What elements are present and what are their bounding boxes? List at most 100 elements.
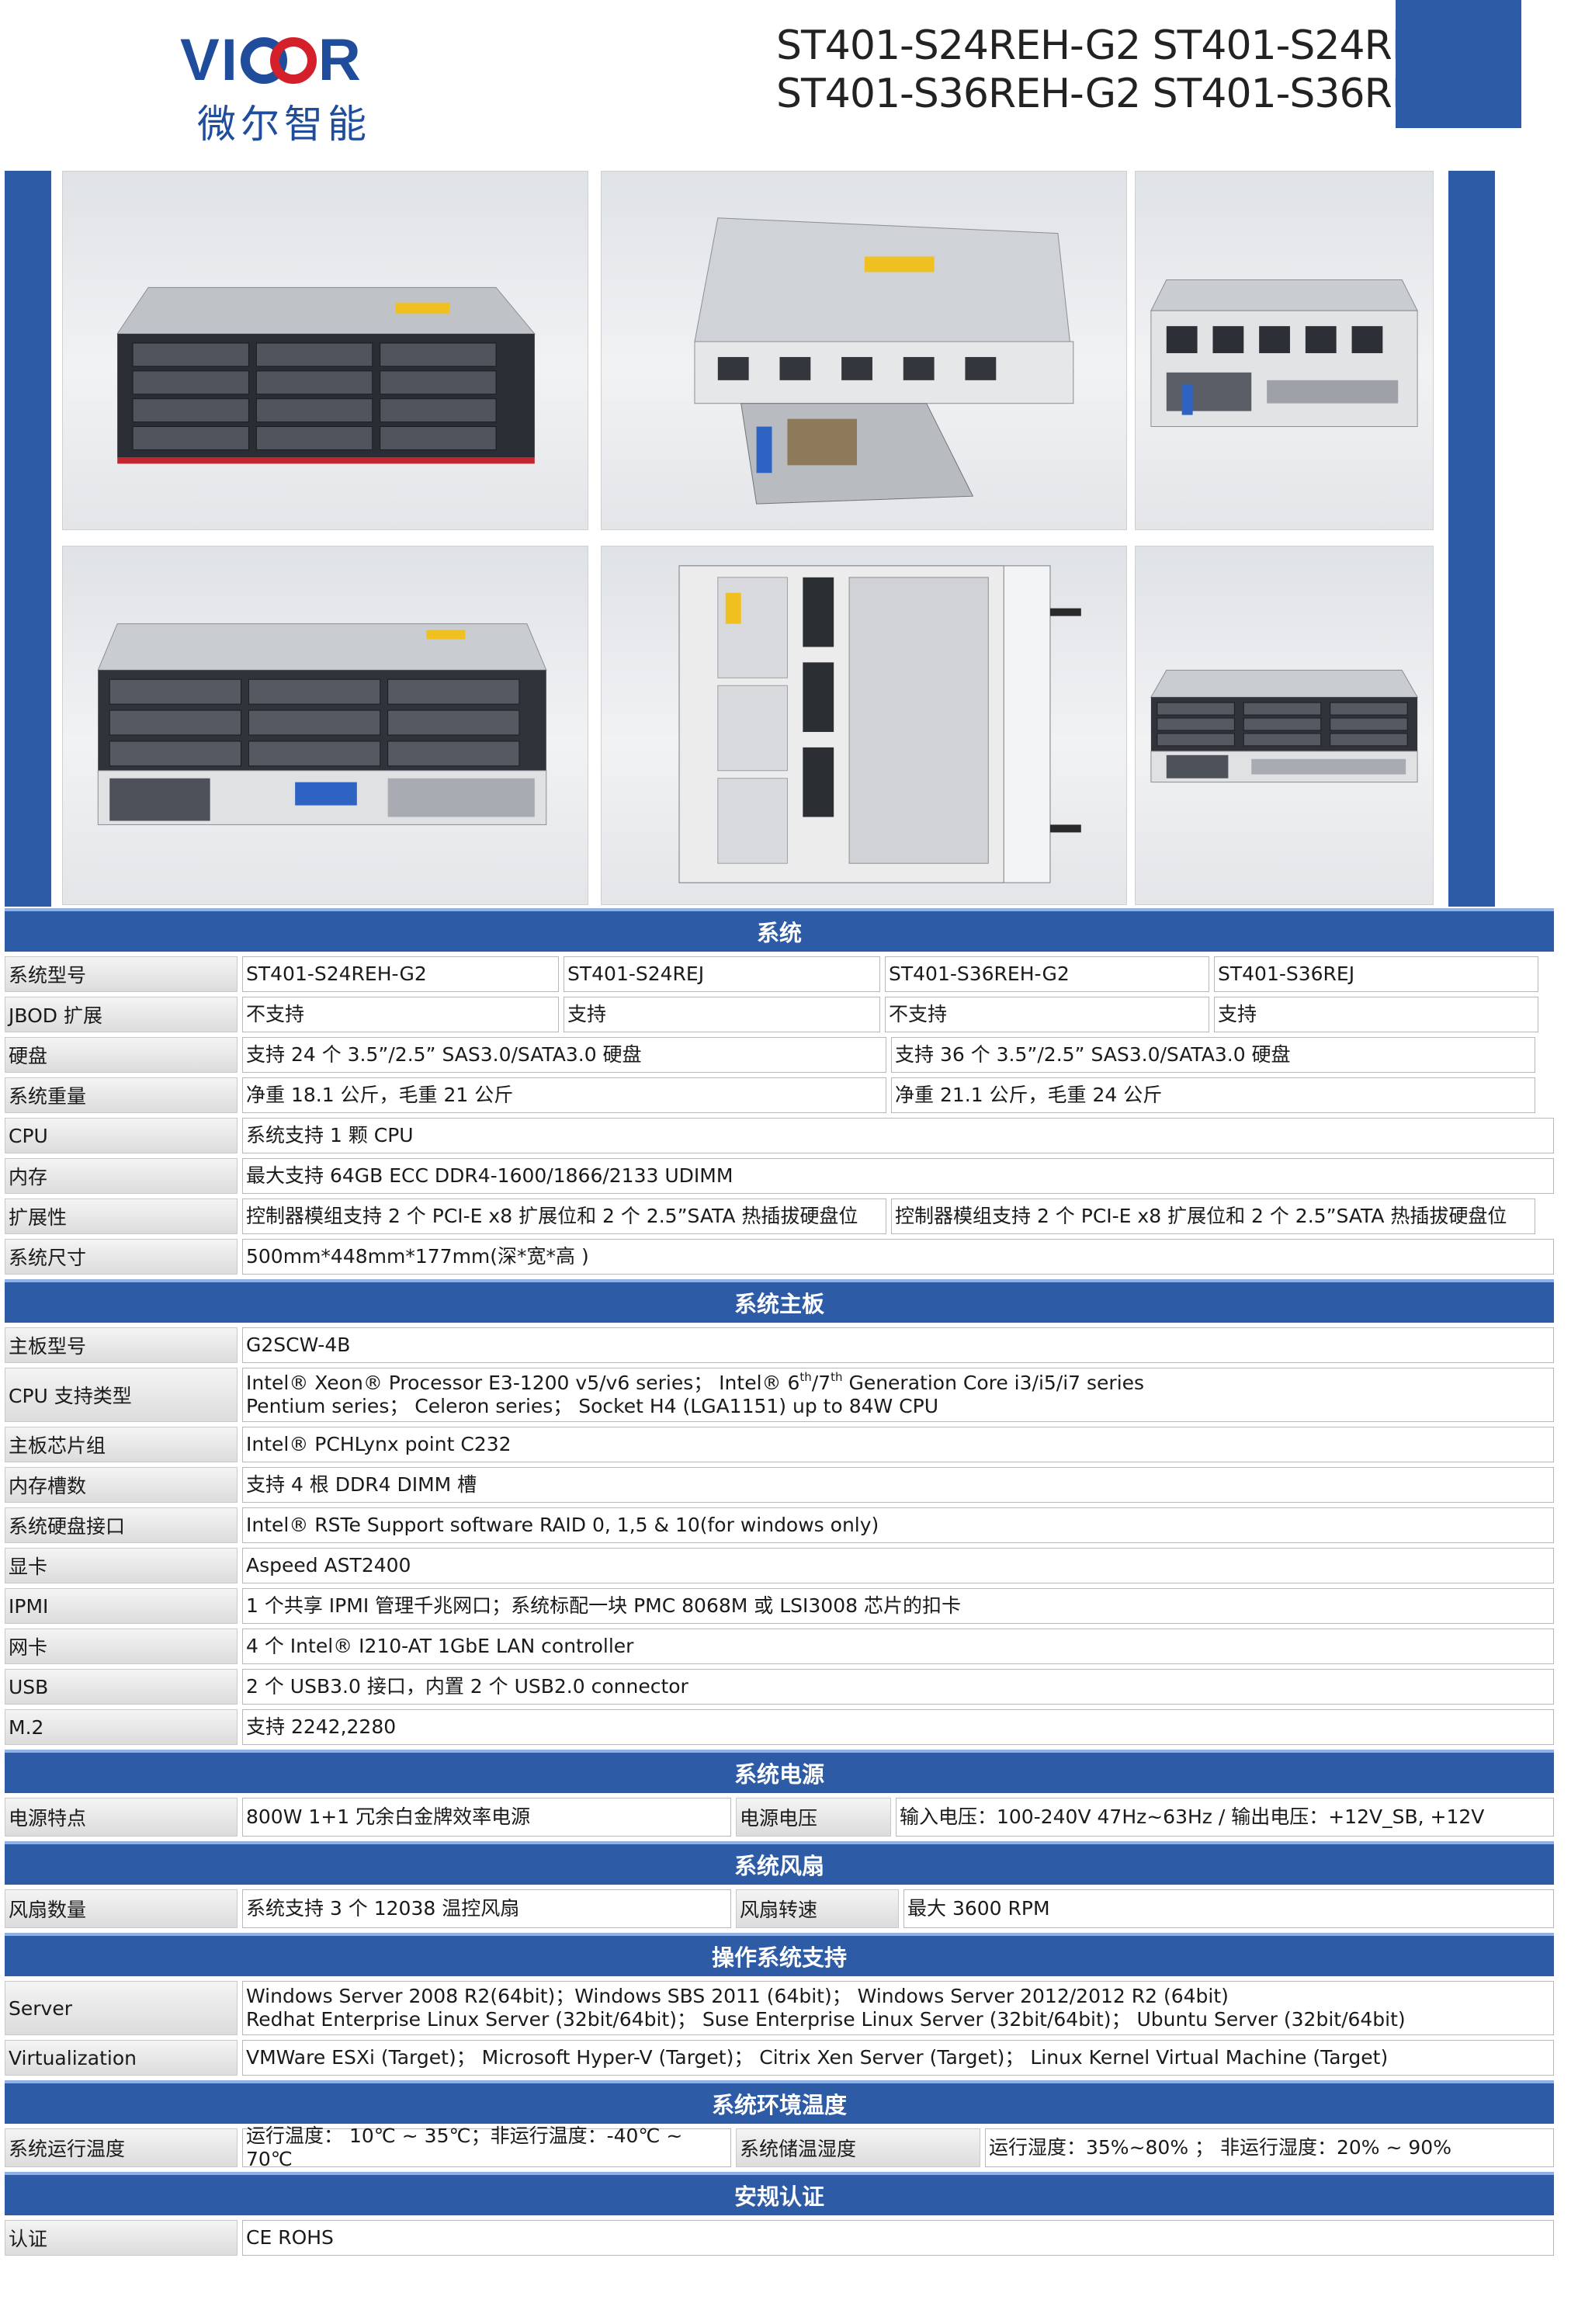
power-voltage-cell: 输入电压：100-240V 47Hz~63Hz / 输出电压：+12V_SB, … (896, 1798, 1554, 1837)
disk-cell-36: 支持 36 个 3.5”/2.5” SAS3.0/SATA3.0 硬盘 (891, 1037, 1535, 1073)
row-power: 电源特点 800W 1+1 冗余白金牌效率电源 电源电压 输入电压：100-24… (5, 1798, 1554, 1837)
os-server-line2: Redhat Enterprise Linux Server (32bit/64… (246, 2008, 1406, 2031)
section-mainboard-header: 系统主板 (5, 1279, 1554, 1323)
model-cell-4: ST401-S36REJ (1214, 956, 1538, 992)
model-cell-2: ST401-S24REJ (564, 956, 880, 992)
fan-count-cell: 系统支持 3 个 12038 温控风扇 (242, 1889, 731, 1928)
row-disk-interface: 系统硬盘接口 Intel® RSTe Support software RAID… (5, 1507, 1554, 1543)
product-photo-top-view (601, 546, 1127, 905)
row-label: 主板型号 (5, 1327, 238, 1363)
row-label: JBOD 扩展 (5, 997, 238, 1032)
jbod-cell-4: 支持 (1214, 997, 1538, 1032)
row-cpu-type: CPU 支持类型 Intel® Xeon® Processor E3-1200 … (5, 1368, 1554, 1422)
section-cert-header: 安规认证 (5, 2172, 1554, 2215)
row-chipset: 主板芯片组 Intel® PCHLynx point C232 (5, 1427, 1554, 1462)
cpu-type-cell: Intel® Xeon® Processor E3-1200 v5/v6 ser… (242, 1368, 1554, 1422)
row-label: Virtualization (5, 2040, 238, 2076)
product-photo-front-36bay (1135, 546, 1434, 905)
cert-cell: CE ROHS (242, 2220, 1554, 2256)
section-system-header: 系统 (5, 908, 1554, 952)
ipmi-cell: 1 个共享 IPMI 管理千兆网口；系统标配一块 PMC 8068M 或 LSI… (242, 1588, 1554, 1624)
section-os-header: 操作系统支持 (5, 1933, 1554, 1976)
models-title-line1: ST401-S24REH-G2 ST401-S24REJ (776, 23, 1428, 69)
row-nic: 网卡 4 个 Intel® I210-AT 1GbE LAN controlle… (5, 1629, 1554, 1664)
row-label: 硬盘 (5, 1037, 238, 1073)
row-label: USB (5, 1669, 238, 1705)
chipset-cell: Intel® PCHLynx point C232 (242, 1427, 1554, 1462)
row-label: 认证 (5, 2220, 238, 2256)
row-m2: M.2 支持 2242,2280 (5, 1709, 1554, 1745)
row-label: 扩展性 (5, 1198, 238, 1234)
jbod-cell-3: 不支持 (885, 997, 1209, 1032)
virtualization-cell: VMWare ESXi (Target)； Microsoft Hyper-V … (242, 2040, 1554, 2076)
row-label: CPU 支持类型 (5, 1368, 238, 1422)
section-power-header: 系统电源 (5, 1750, 1554, 1793)
cpu-type-line2: Pentium series； Celeron series； Socket H… (246, 1395, 939, 1417)
os-server-cell: Windows Server 2008 R2(64bit)；Windows SB… (242, 1981, 1554, 2035)
server-front-angle-icon (97, 623, 547, 825)
row-weight: 系统重量 净重 18.1 公斤，毛重 21 公斤 净重 21.1 公斤，毛重 2… (5, 1077, 1554, 1113)
product-photo-front-angle (62, 546, 588, 905)
row-slots: 内存槽数 支持 4 根 DDR4 DIMM 槽 (5, 1467, 1554, 1503)
row-disk: 硬盘 支持 24 个 3.5”/2.5” SAS3.0/SATA3.0 硬盘 支… (5, 1037, 1554, 1073)
models-title: ST401-S24REH-G2 ST401-S24REJ ST401-S36RE… (776, 22, 1428, 118)
row-memory: 内存 最大支持 64GB ECC DDR4-1600/1866/2133 UDI… (5, 1158, 1554, 1194)
row-label: 网卡 (5, 1629, 238, 1664)
row-label: 风扇数量 (5, 1889, 238, 1928)
server-open-icon (694, 217, 1074, 505)
power-voltage-label: 电源电压 (736, 1798, 891, 1837)
m2-cell: 支持 2242,2280 (242, 1709, 1554, 1745)
server-front-36-icon (1150, 669, 1418, 783)
row-ipmi: IPMI 1 个共享 IPMI 管理千兆网口；系统标配一块 PMC 8068M … (5, 1588, 1554, 1624)
row-gpu: 显卡 Aspeed AST2400 (5, 1548, 1554, 1583)
product-photo-open-top (601, 171, 1127, 530)
row-os-server: Server Windows Server 2008 R2(64bit)；Win… (5, 1981, 1554, 2035)
row-label: 内存槽数 (5, 1467, 238, 1503)
gallery-left-bar (5, 171, 51, 907)
row-usb: USB 2 个 USB3.0 接口，内置 2 个 USB2.0 connecto… (5, 1669, 1554, 1705)
cpu-type-line1: Intel® Xeon® Processor E3-1200 v5/v6 ser… (246, 1370, 1145, 1395)
model-cell-3: ST401-S36REH-G2 (885, 956, 1209, 992)
cpu-cell: 系统支持 1 颗 CPU (242, 1118, 1554, 1153)
models-title-line2: ST401-S36REH-G2 ST401-S36REJ (776, 71, 1428, 117)
gpu-cell: Aspeed AST2400 (242, 1548, 1554, 1583)
row-env: 系统运行温度 运行温度： 10℃ ~ 35℃；非运行温度：-40℃ ~ 70℃ … (5, 2125, 1554, 2170)
fan-speed-cell: 最大 3600 RPM (903, 1889, 1554, 1928)
size-cell: 500mm*448mm*177mm(深*宽*高 ) (242, 1239, 1554, 1275)
row-label: IPMI (5, 1588, 238, 1624)
row-board-model: 主板型号 G2SCW-4B (5, 1327, 1554, 1363)
expansion-cell-24: 控制器模组支持 2 个 PCI-E x8 扩展位和 2 个 2.5”SATA 热… (242, 1198, 886, 1234)
row-label: M.2 (5, 1709, 238, 1745)
row-cert: 认证 CE ROHS (5, 2220, 1554, 2256)
row-label: 主板芯片组 (5, 1427, 238, 1462)
env-humid-cell: 运行湿度：35%~80% ； 非运行湿度：20% ~ 90% (985, 2128, 1554, 2167)
row-cpu: CPU 系统支持 1 颗 CPU (5, 1118, 1554, 1153)
product-photo-rear (1135, 171, 1434, 530)
disk-cell-24: 支持 24 个 3.5”/2.5” SAS3.0/SATA3.0 硬盘 (242, 1037, 886, 1073)
row-label: 系统硬盘接口 (5, 1507, 238, 1543)
row-label: 系统型号 (5, 956, 238, 992)
row-expansion: 扩展性 控制器模组支持 2 个 PCI-E x8 扩展位和 2 个 2.5”SA… (5, 1198, 1554, 1234)
jbod-cell-2: 支持 (564, 997, 880, 1032)
row-size: 系统尺寸 500mm*448mm*177mm(深*宽*高 ) (5, 1239, 1554, 1275)
gallery-right-bar (1448, 171, 1495, 907)
row-label: 系统重量 (5, 1077, 238, 1113)
slots-cell: 支持 4 根 DDR4 DIMM 槽 (242, 1467, 1554, 1503)
product-photo-front-24bay (62, 171, 588, 530)
row-virtualization: Virtualization VMWare ESXi (Target)； Mic… (5, 2040, 1554, 2076)
jbod-cell-1: 不支持 (242, 997, 559, 1032)
fan-speed-label: 风扇转速 (736, 1889, 899, 1928)
section-env-header: 系统环境温度 (5, 2080, 1554, 2124)
row-label: 内存 (5, 1158, 238, 1194)
spec-table: 系统 系统型号 ST401-S24REH-G2 ST401-S24REJ ST4… (5, 908, 1554, 2260)
row-system-model: 系统型号 ST401-S24REH-G2 ST401-S24REJ ST401-… (5, 956, 1554, 992)
row-label: CPU (5, 1118, 238, 1153)
server-front-icon (116, 286, 536, 464)
usb-cell: 2 个 USB3.0 接口，内置 2 个 USB2.0 connector (242, 1669, 1554, 1705)
section-fan-header: 系统风扇 (5, 1841, 1554, 1885)
row-label: 显卡 (5, 1548, 238, 1583)
env-humid-label: 系统储温湿度 (736, 2128, 980, 2167)
logo-ring-red-icon (269, 37, 317, 84)
power-feature-cell: 800W 1+1 冗余白金牌效率电源 (242, 1798, 731, 1837)
